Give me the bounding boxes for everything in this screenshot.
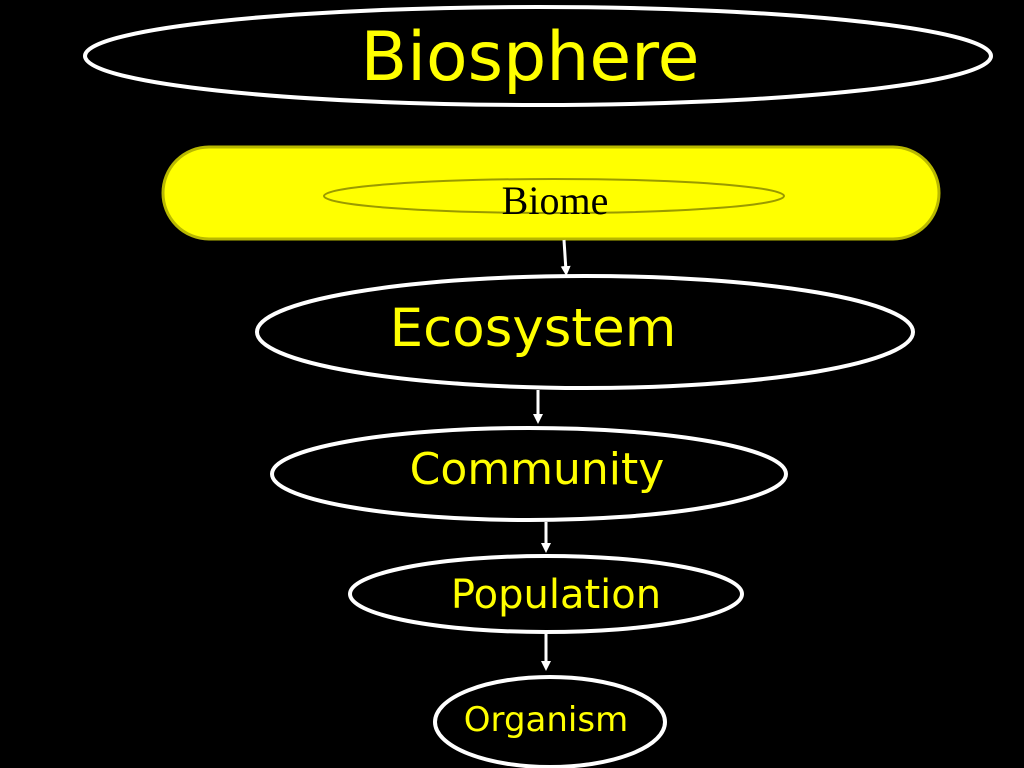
biosphere-label: Biosphere xyxy=(361,18,700,97)
organism-label: Organism xyxy=(464,700,628,740)
biome-label: Biome xyxy=(502,178,609,223)
organism-ellipse xyxy=(433,675,667,768)
community-label: Community xyxy=(410,444,665,495)
arrow-biome-to-ecosystem xyxy=(560,239,571,276)
population-ellipse xyxy=(348,554,744,634)
ecosystem-ellipse xyxy=(255,274,915,390)
biome-capsule xyxy=(161,145,941,241)
population-label: Population xyxy=(451,572,661,618)
ecosystem-label: Ecosystem xyxy=(390,298,677,359)
community-ellipse xyxy=(270,426,788,522)
biosphere-ellipse xyxy=(83,5,993,107)
biome-inner-ring xyxy=(323,178,785,214)
